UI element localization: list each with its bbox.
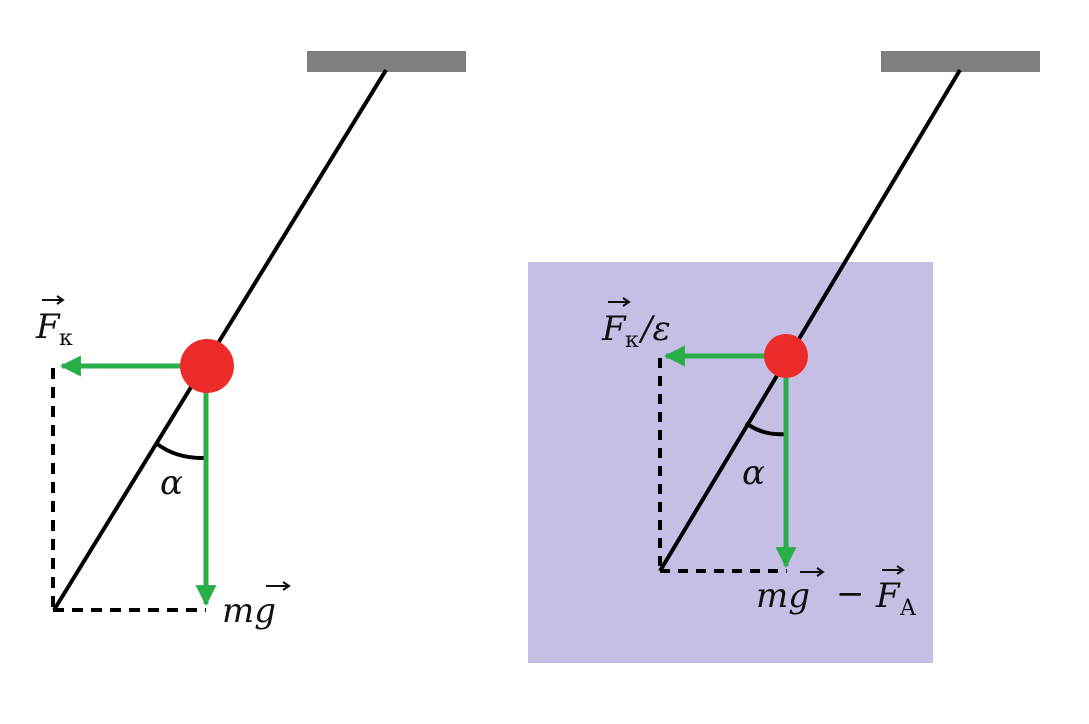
left-force-subscript: к	[59, 326, 73, 351]
left-ceiling	[307, 51, 466, 72]
right-angle-arc	[744, 421, 788, 437]
left-force-symbol: F	[35, 307, 61, 347]
left-ball	[180, 339, 234, 393]
left-weight-label: mg	[222, 581, 291, 631]
vector-arrow-icon	[882, 565, 905, 575]
right-buoyancy-symbol: F	[875, 576, 901, 616]
vector-arrow-icon	[800, 567, 825, 577]
left-thread	[52, 68, 388, 612]
right-pendulum: F к /ε α mg − F A	[528, 51, 1040, 663]
left-pendulum: F к α mg	[35, 51, 466, 631]
right-force-suffix: /ε	[638, 309, 671, 349]
right-buoyancy-subscript: A	[899, 596, 917, 621]
right-weight-label: mg − F A	[756, 565, 917, 621]
left-coulomb-force-label: F к	[35, 295, 73, 351]
right-thread	[658, 68, 962, 573]
right-ceiling	[881, 51, 1040, 72]
right-ball	[764, 334, 808, 378]
left-angle-label: α	[160, 463, 183, 503]
right-force-subscript: к	[625, 328, 639, 353]
left-angle-arc	[154, 441, 207, 461]
vector-arrow-icon	[42, 295, 65, 305]
liquid-region	[528, 262, 933, 663]
right-force-symbol: F	[601, 309, 627, 349]
right-weight-main: mg	[756, 576, 810, 616]
right-angle-label: α	[742, 453, 765, 493]
right-coulomb-force-label: F к /ε	[601, 297, 671, 353]
vector-arrow-icon	[266, 581, 291, 591]
right-weight-minus: −	[836, 574, 865, 614]
vector-arrow-icon	[608, 297, 631, 307]
left-weight-text: mg	[222, 591, 276, 631]
